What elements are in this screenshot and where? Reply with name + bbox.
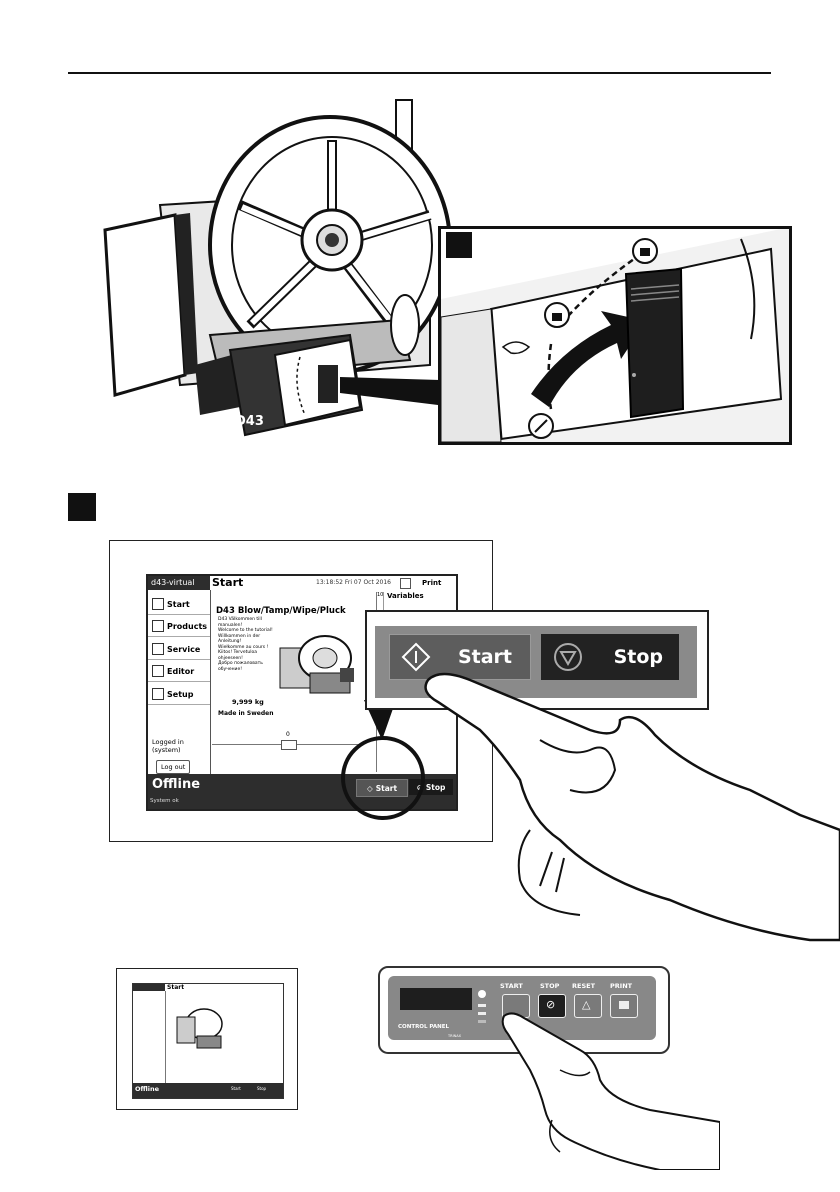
sidebar-item-label: Setup [167,689,194,699]
stop-button-small[interactable]: Stop [257,1086,267,1091]
page-title-small: Start [167,984,185,991]
sidebar-item-label: Products [167,621,208,631]
cp-print-label: PRINT [610,982,633,990]
logged-in-label: Logged in [152,738,184,746]
welcome-text: D43 Välkommen till manualen! Welcome to … [218,617,273,672]
sidebar-item-service[interactable]: Service [152,643,200,655]
sidebar-item-label: Start [167,599,190,609]
small-touchscreen-ui: Start Offline Start Stop [132,983,284,1099]
home-icon [152,598,164,610]
sidebar-item-setup[interactable]: Setup [152,688,193,700]
sidebar-item-editor[interactable]: Editor [152,665,194,677]
display-window [400,988,472,1010]
product-title: D43 Blow/Tamp/Wipe/Pluck [216,606,346,616]
setup-icon [152,688,164,700]
sidebar-item-label: Service [167,644,201,654]
status-led [478,1012,486,1015]
pointing-hand-small-illustration [501,1012,720,1170]
sidebar: Start Products Service Editor Setup Logg… [148,590,211,774]
sidebar-item-label: Editor [167,666,195,676]
vars-count: 10 [377,592,384,598]
warning-icon: △ [582,998,591,1011]
machine-illustration: D43 [103,99,452,437]
cp-reset-button[interactable]: △ [574,994,602,1018]
start-icon [401,642,431,672]
product-panel: D43 Blow/Tamp/Wipe/Pluck D43 Välkommen t… [212,592,422,772]
tools-icon [152,643,164,655]
logged-user: (system) [152,746,181,754]
sidebar-item-start[interactable]: Start [152,598,190,610]
callout-wedge [364,700,396,740]
info-icon [478,990,486,998]
highlight-circle [341,736,425,820]
status-led [478,1004,486,1007]
status-text-small: Offline [135,1085,160,1093]
status-text: Offline [152,777,201,792]
sidebar-small [133,991,166,1083]
stop-icon: ⊘ [546,998,556,1011]
step-badge-b [68,493,96,521]
login-status: Logged in (system) [152,738,184,754]
system-name: d43-virtual [148,576,210,590]
header-rule [68,72,771,74]
print-icon [619,1001,629,1009]
product-weight: 9,999 kg [232,698,264,706]
status-subtext: System ok [150,798,179,804]
product-image-small [176,1008,223,1049]
product-image [279,635,354,694]
pencil-icon [152,665,164,677]
brand-label: TRINAX [448,1034,462,1038]
system-name-small [133,984,165,991]
document-icon [152,620,164,632]
cp-print-button[interactable] [610,994,638,1018]
slider-handle[interactable] [281,740,297,750]
slider-value: 0 [286,731,290,738]
page-title: Start [212,576,244,589]
logout-button[interactable]: Log out [156,760,191,774]
datetime: 13:18:52 Fri 07 Oct 2016 [316,579,392,586]
lock-detail-illustration [441,229,789,442]
hand-icon [501,341,531,355]
stop-icon [554,643,582,671]
start-button-small[interactable]: Start [231,1086,241,1091]
print-button[interactable]: Print [422,579,442,587]
machine-label: D43 [235,414,264,429]
product-origin: Made in Sweden [218,710,274,717]
step-badge-a [446,232,472,258]
status-bar-small: Offline Start Stop [133,1083,283,1098]
cp-stop-label: STOP [540,982,560,990]
cp-start-label: START [500,982,523,990]
cp-stop-button[interactable]: ⊘ [538,994,566,1018]
control-panel-label: CONTROL PANEL [398,1024,450,1030]
status-led [478,1020,486,1023]
cp-reset-label: RESET [572,982,596,990]
pointing-hand-illustration [424,672,840,942]
variables-heading: Variables [387,592,424,600]
window-icon[interactable] [400,578,411,589]
sidebar-item-products[interactable]: Products [152,620,207,632]
lock-detail-zoom [438,226,792,445]
